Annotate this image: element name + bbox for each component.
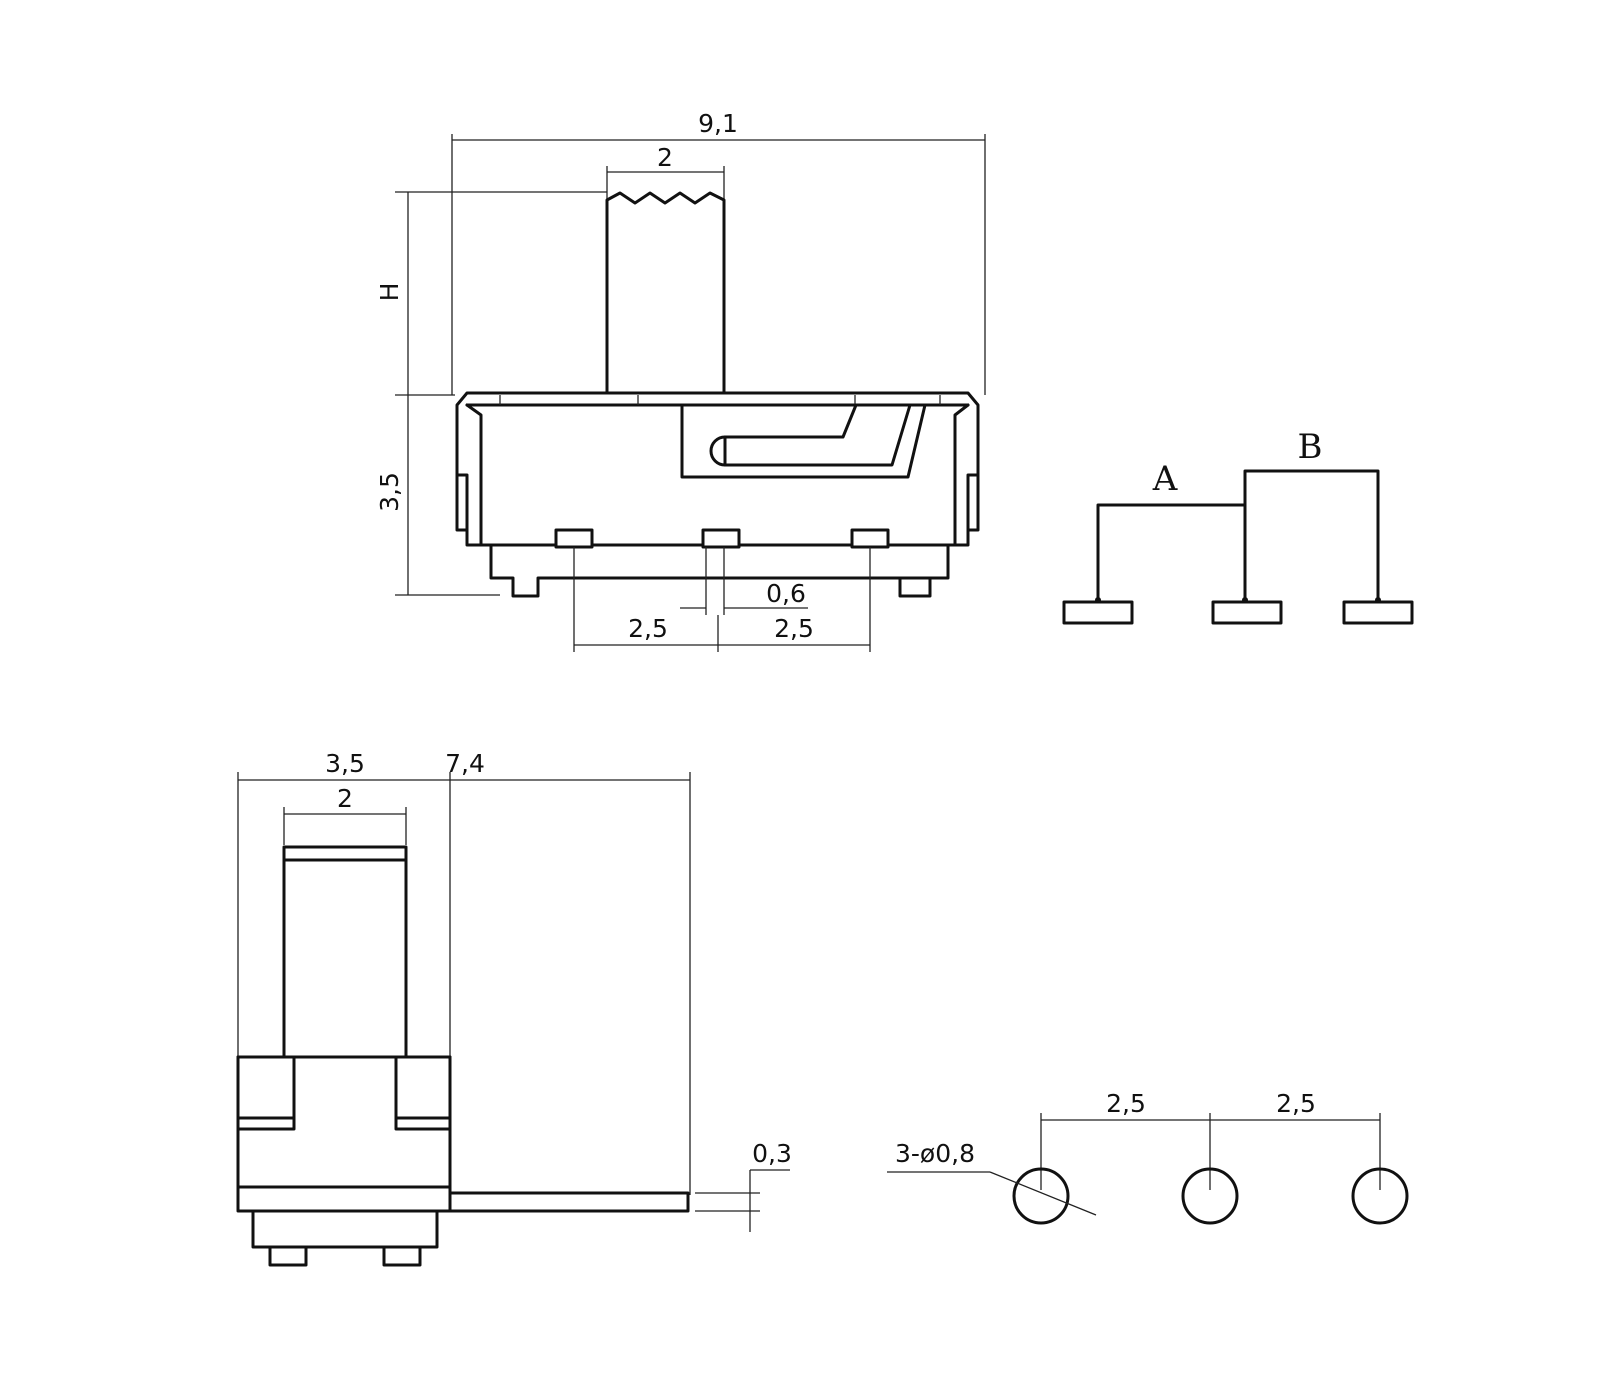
pcb-hole-3 xyxy=(1351,1167,1409,1225)
side-overall-length-label: 7,4 xyxy=(445,749,485,778)
actuator-width-label: 2 xyxy=(657,143,673,172)
pitch-left-label: 2,5 xyxy=(628,614,668,643)
side-tab-right xyxy=(966,473,980,532)
base-foot-right xyxy=(898,576,932,598)
pcb-pitch-right-label: 2,5 xyxy=(1276,1089,1316,1118)
side-foot-right xyxy=(382,1245,422,1267)
schematic-pad-2 xyxy=(1211,600,1283,625)
schematic-pad-3 xyxy=(1342,600,1414,625)
schematic-node-2 xyxy=(1242,597,1248,603)
side-tab-left xyxy=(455,473,469,532)
overall-width-label: 9,1 xyxy=(698,109,738,138)
terminal-thickness-label: 0,3 xyxy=(752,1139,792,1168)
schematic: A B xyxy=(1062,427,1414,625)
housing-right-step xyxy=(953,403,970,547)
side-base xyxy=(251,1209,439,1249)
side-foot-left xyxy=(268,1245,308,1267)
schematic-node-3 xyxy=(1375,597,1381,603)
dim-pin-width: 0,6 xyxy=(680,547,808,615)
body-height-label: 3,5 xyxy=(375,472,404,512)
pcb-hole-1 xyxy=(1012,1167,1070,1225)
front-view: 9,1 2 H 3,5 xyxy=(375,109,986,652)
pcb-layout: 2,5 2,5 3-ø0,8 xyxy=(887,1089,1409,1225)
side-terminal-lead xyxy=(448,1191,690,1213)
pin-width-label: 0,6 xyxy=(766,579,806,608)
slider-slot xyxy=(723,403,912,467)
terminal-3 xyxy=(850,528,890,549)
side-view: 3,5 7,4 2 0,3 xyxy=(236,749,792,1267)
schematic-wire-a xyxy=(1096,503,1247,604)
dim-actuator-width: 2 xyxy=(606,143,725,200)
pitch-right-label: 2,5 xyxy=(774,614,814,643)
side-actuator xyxy=(282,845,408,1059)
pcb-pitch-left-label: 2,5 xyxy=(1106,1089,1146,1118)
dim-terminal-thickness: 0,3 xyxy=(695,1139,792,1232)
housing-base xyxy=(489,543,950,598)
dim-overall-width: 9,1 xyxy=(451,109,986,395)
side-body-depth-label: 3,5 xyxy=(325,749,365,778)
slider-window xyxy=(680,403,927,479)
hole-note-label: 3-ø0,8 xyxy=(895,1139,975,1168)
actuator-height-label: H xyxy=(375,283,404,302)
pcb-hole-2 xyxy=(1181,1167,1239,1225)
schematic-node-1 xyxy=(1095,597,1101,603)
slider-knob xyxy=(709,435,727,467)
actuator xyxy=(605,191,726,394)
dim-body-height: 3,5 xyxy=(375,395,500,596)
housing-left-step xyxy=(465,403,483,547)
side-actuator-width-label: 2 xyxy=(337,784,353,813)
schematic-label-a: A xyxy=(1152,459,1178,499)
schematic-pad-1 xyxy=(1062,600,1134,625)
schematic-wire-b xyxy=(1243,469,1380,604)
schematic-label-b: B xyxy=(1298,427,1323,467)
housing-outline xyxy=(455,391,980,547)
terminal-2 xyxy=(701,528,741,549)
terminal-1 xyxy=(554,528,594,549)
dim-side-widths: 3,5 7,4 2 xyxy=(237,749,691,1195)
dim-pitches: 2,5 2,5 xyxy=(573,547,871,652)
dim-actuator-height: H xyxy=(375,191,607,396)
side-body-band xyxy=(236,1185,452,1213)
